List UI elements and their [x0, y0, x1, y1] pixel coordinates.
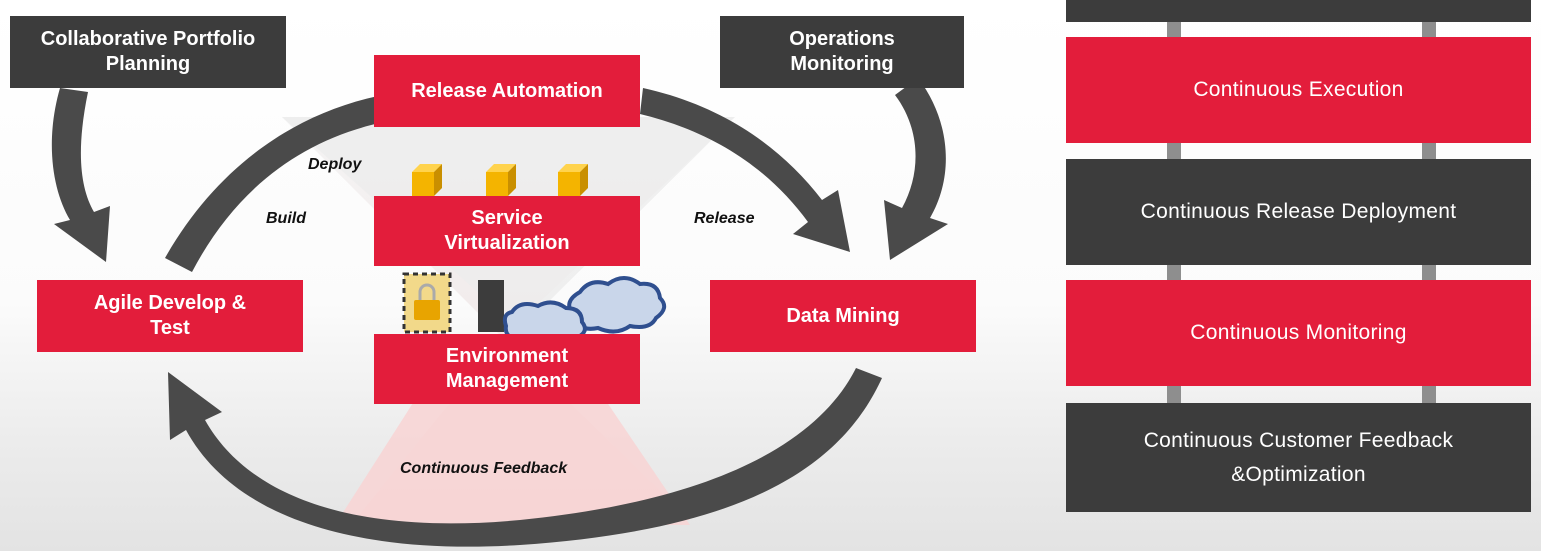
pipeline-step-continuous-monitoring: Continuous Monitoring [1066, 280, 1531, 386]
release-automation-box: Release Automation [374, 55, 640, 127]
agile-develop-test-box: Agile Develop & Test [37, 280, 303, 352]
pipeline-step-label: Continuous Monitoring [1190, 321, 1407, 345]
arrow-release-arc [640, 88, 850, 252]
build-label: Build [266, 210, 306, 227]
service-virtualization-label: Service Virtualization [444, 207, 570, 254]
service-virtualization-box: Service Virtualization [374, 196, 640, 266]
yellow-cube-icon [558, 164, 588, 196]
pipeline-step-label: Continuous Execution [1193, 78, 1404, 102]
arrow-feedback-arc [168, 368, 882, 547]
arrow-build-arc [165, 96, 384, 272]
operations-monitoring-box: Operations Monitoring [720, 16, 964, 88]
pipeline-step-label: Continuous Release Deployment [1140, 200, 1457, 224]
pipeline-step-top [1066, 0, 1531, 22]
arrow-planning-to-develop [51, 88, 110, 262]
data-mining-box: Data Mining [710, 280, 976, 352]
release-label: Release [694, 210, 755, 227]
agile-develop-test-label: Agile Develop & Test [93, 292, 247, 339]
pipeline-step-continuous-execution: Continuous Execution [1066, 37, 1531, 143]
pipeline-step-customer-feedback: Continuous Customer Feedback &Optimizati… [1066, 403, 1531, 512]
pipeline-step-release-deployment: Continuous Release Deployment [1066, 159, 1531, 265]
environment-management-box: Environment Management [374, 334, 640, 404]
yellow-cube-icon [486, 164, 516, 196]
operations-monitoring-label: Operations Monitoring [789, 28, 895, 75]
data-mining-label: Data Mining [786, 304, 900, 327]
release-automation-label: Release Automation [411, 79, 603, 102]
environment-management-label: Environment Management [445, 345, 569, 392]
yellow-cube-icon [412, 164, 442, 196]
collaborative-planning-box: Collaborative Portfolio Planning [10, 16, 286, 88]
server-icon [478, 280, 504, 332]
collaborative-planning-label: Collaborative Portfolio Planning [40, 28, 256, 75]
continuous-feedback-label: Continuous Feedback [400, 460, 568, 477]
funnel-bottom [335, 392, 690, 525]
pipeline-step-label: Continuous Customer Feedback &Optimizati… [1143, 428, 1454, 486]
arrow-operations-to-mining [884, 78, 948, 260]
deploy-label: Deploy [308, 156, 362, 173]
padlock-icon [402, 272, 452, 334]
